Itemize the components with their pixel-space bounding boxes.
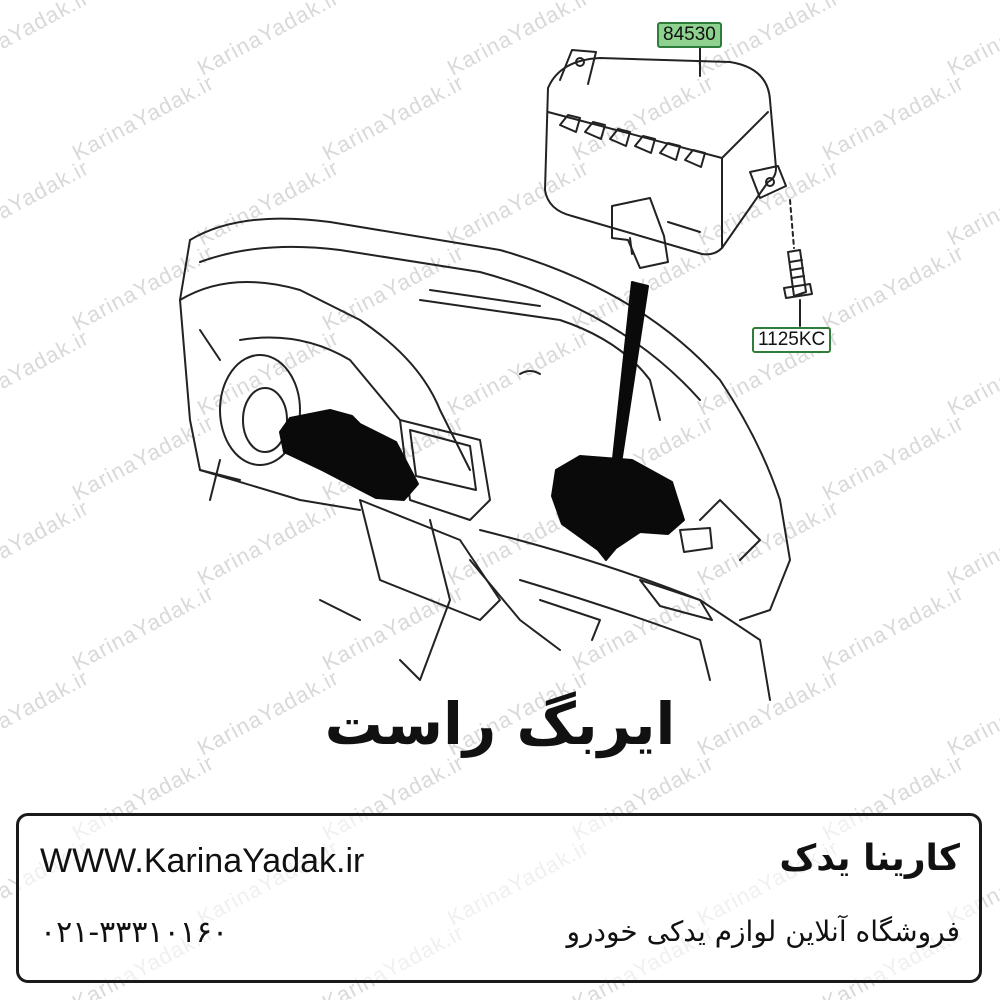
contact-footer — [16, 813, 982, 983]
dashboard-drawing — [179, 217, 791, 701]
website-link[interactable]: WWW.KarinaYadak.ir — [40, 842, 365, 880]
diagram-title: ایربگ راست — [324, 690, 676, 758]
part-number-label-airbag: 84530 — [657, 22, 722, 48]
driver-airbag-highlight — [279, 409, 419, 501]
passenger-airbag-highlight — [551, 455, 685, 561]
airbag-module-drawing — [544, 49, 787, 269]
callout-pointer — [611, 281, 649, 471]
brand-tagline: فروشگاه آنلاین لوازم یدکی خودرو — [566, 915, 960, 948]
brand-name: کارینا یدک — [779, 838, 960, 879]
bolt-drawing — [783, 199, 813, 299]
part-number-label-bolt: 1125KC — [752, 327, 832, 353]
phone-number: ۰۲۱-۳۳۳۱۰۱۶۰ — [40, 915, 229, 950]
